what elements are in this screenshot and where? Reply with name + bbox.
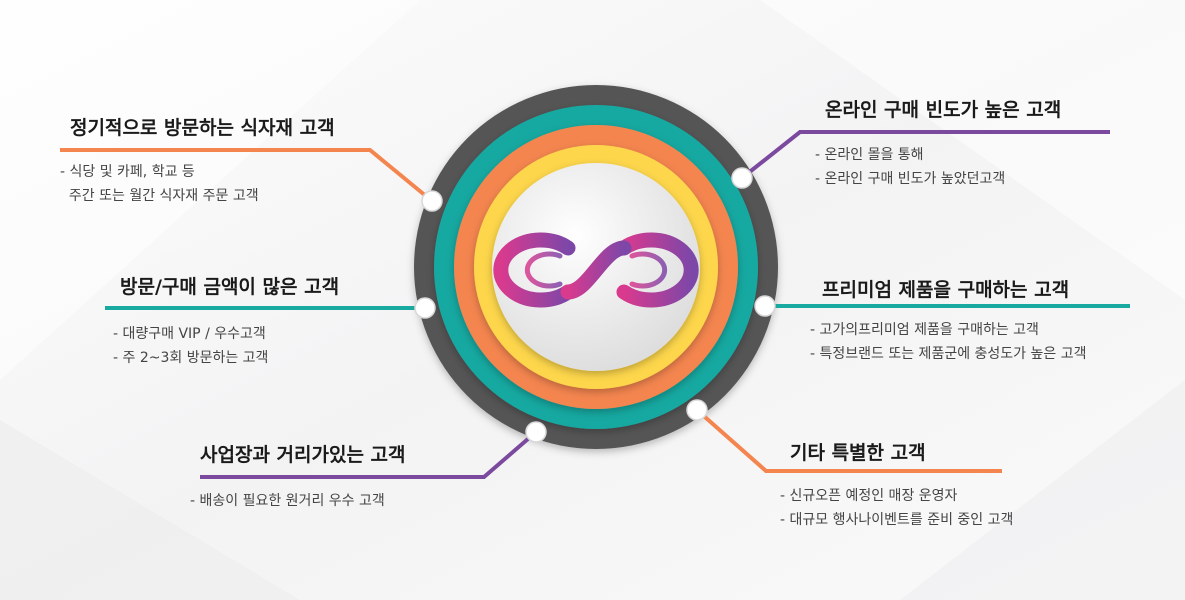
connector-dot — [421, 190, 443, 212]
segment-desc-remote: - 배송이 필요한 원거리 우수 고객 — [190, 489, 385, 513]
infinity-loop-logo-icon — [493, 232, 699, 308]
desc-line: - 대규모 행사나이벤트를 준비 중인 고객 — [780, 512, 1014, 528]
segment-title-special: 기타 특별한 고객 — [790, 442, 926, 464]
desc-line: - 대량구매 VIP / 우수고객 — [113, 326, 266, 342]
desc-line: - 배송이 필요한 원거리 우수 고객 — [190, 493, 385, 509]
desc-line: - 고가의프리미엄 제품을 구매하는 고객 — [810, 322, 1039, 338]
segment-title-premium: 프리미엄 제품을 구매하는 고객 — [822, 279, 1070, 301]
segment-title-remote: 사업장과 거리가있는 고객 — [200, 444, 406, 466]
connector-dot — [525, 421, 547, 443]
connector-bottom-left — [200, 430, 538, 479]
desc-line: - 주 2~3회 방문하는 고객 — [113, 350, 269, 366]
desc-line: - 식당 및 카페, 학교 등 — [60, 164, 195, 180]
desc-line: - 특정브랜드 또는 제품군에 충성도가 높은 고객 — [810, 346, 1087, 362]
connector-dot — [731, 167, 753, 189]
segment-title-online: 온라인 구매 빈도가 높은 고객 — [825, 99, 1062, 121]
segment-desc-online: - 온라인 몰을 통해 - 온라인 구매 빈도가 높았던고객 — [815, 143, 1005, 191]
connector-dot — [414, 297, 436, 319]
segment-desc-special: - 신규오픈 예정인 매장 운영자 - 대규모 행사나이벤트를 준비 중인 고객 — [780, 484, 1013, 532]
connector-dot — [686, 399, 708, 421]
connector-dot — [754, 295, 776, 317]
segment-desc-regular-visit: - 식당 및 카페, 학교 등 주간 또는 월간 식자재 주문 고객 — [60, 160, 259, 208]
connector-top-left — [60, 148, 434, 203]
connector-bottom-right — [695, 408, 1002, 473]
desc-line: - 온라인 몰을 통해 — [815, 147, 924, 163]
desc-line: 주간 또는 월간 식자재 주문 고객 — [60, 188, 259, 204]
connector-top-right — [740, 130, 1110, 180]
segment-title-regular-visit: 정기적으로 방문하는 식자재 고객 — [70, 117, 335, 139]
segment-desc-high-spend: - 대량구매 VIP / 우수고객 - 주 2~3회 방문하는 고객 — [113, 322, 268, 370]
segment-title-high-spend: 방문/구매 금액이 많은 고객 — [120, 276, 340, 298]
desc-line: - 신규오픈 예정인 매장 운영자 — [780, 488, 958, 504]
desc-line: - 온라인 구매 빈도가 높았던고객 — [815, 171, 1006, 187]
segment-desc-premium: - 고가의프리미엄 제품을 구매하는 고객 - 특정브랜드 또는 제품군에 충성… — [810, 318, 1086, 366]
